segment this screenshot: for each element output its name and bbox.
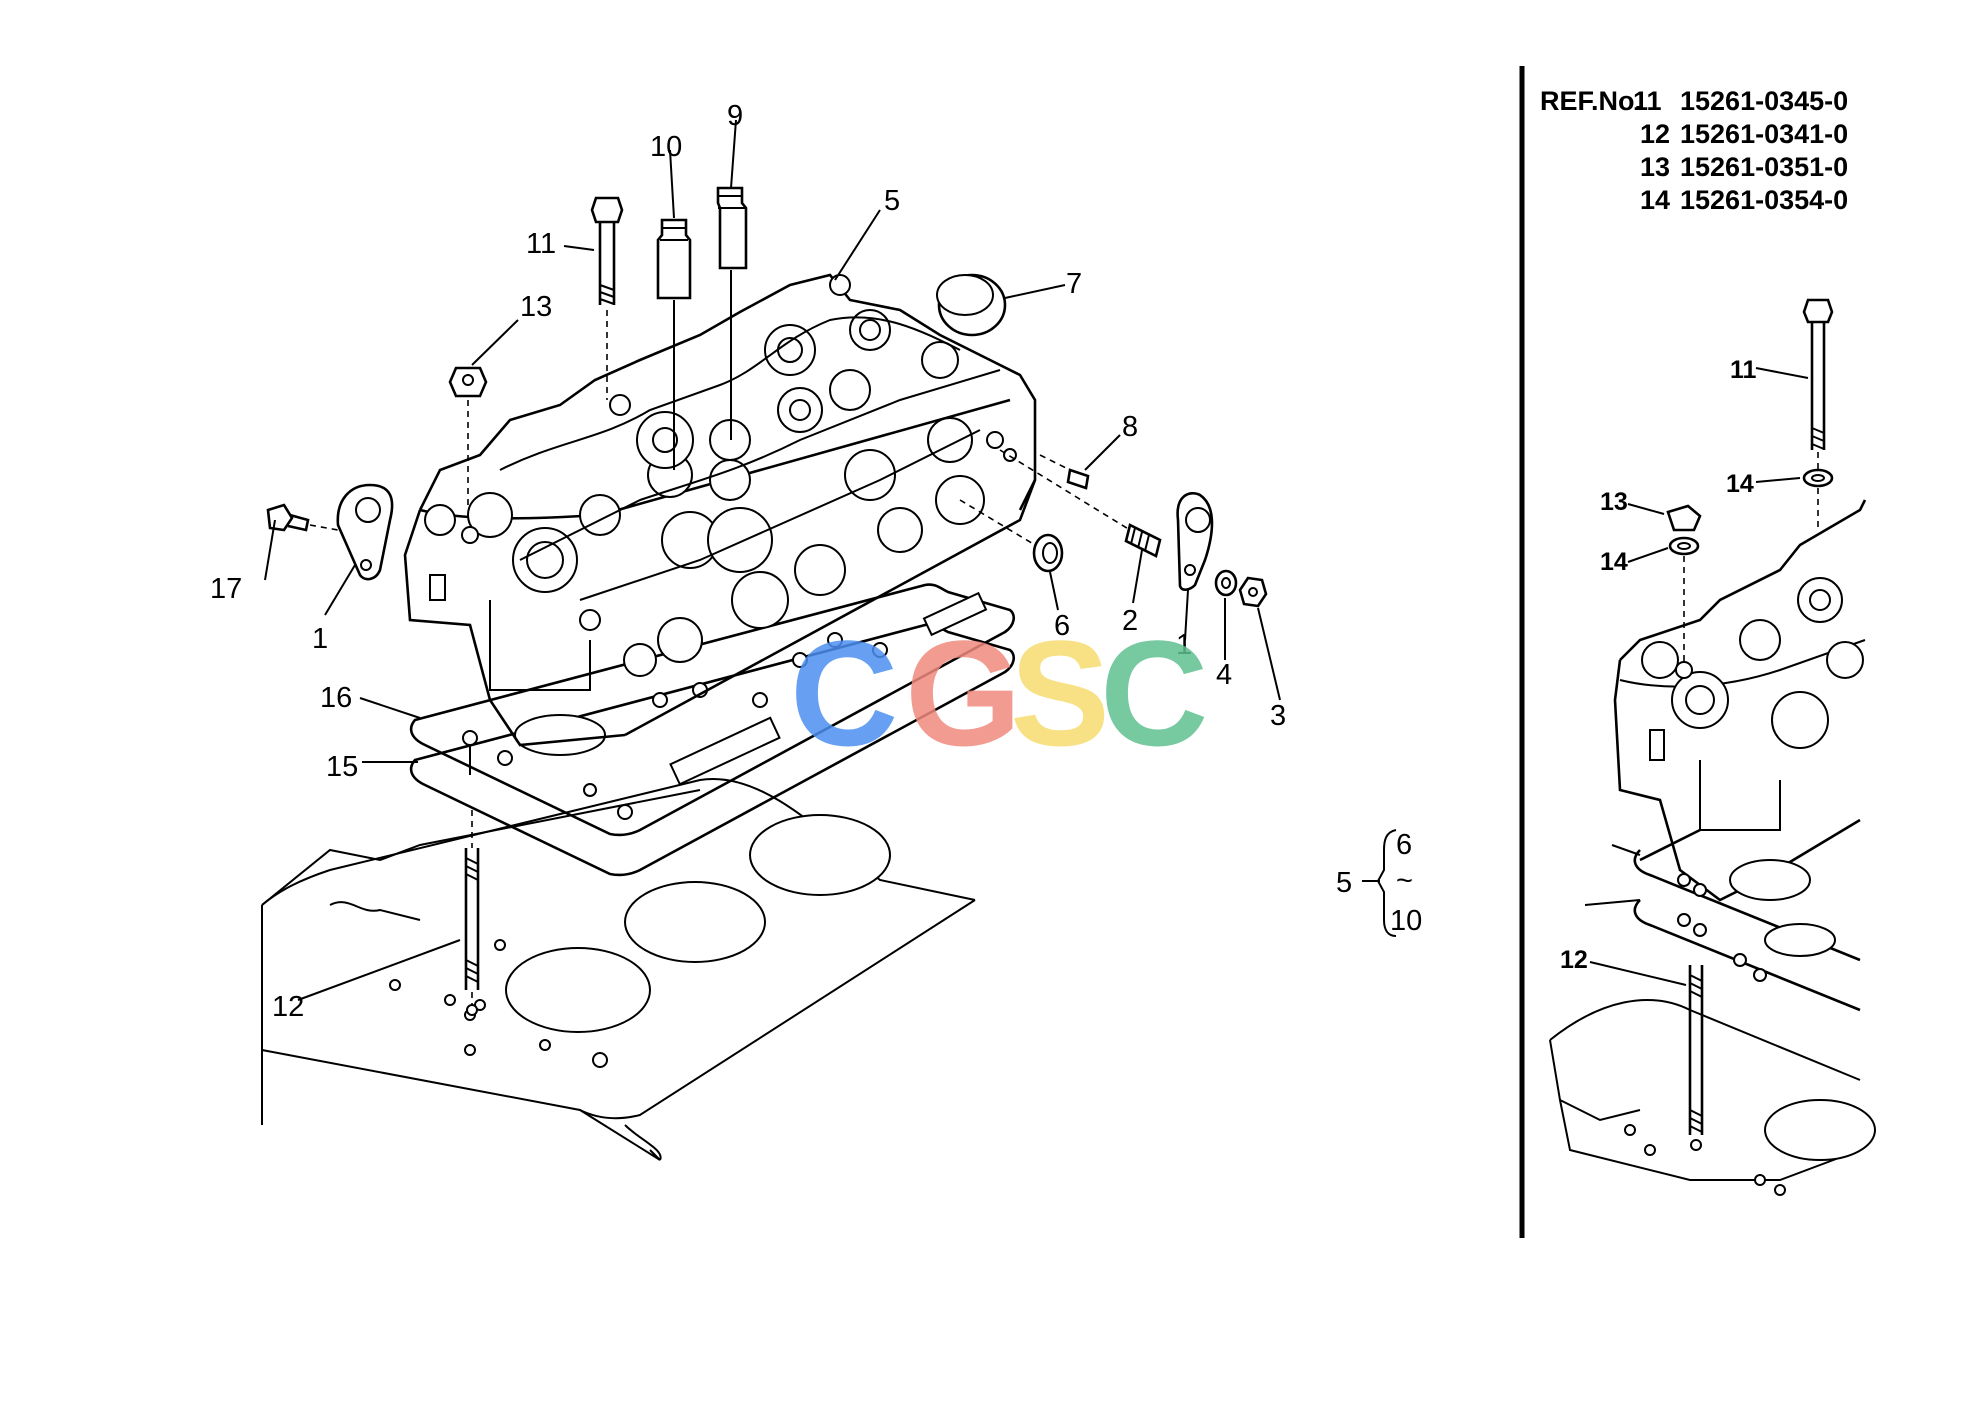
assembly-note: 5 6 ~ 10 xyxy=(1336,829,1422,937)
ref-row-part: 15261-0345-0 xyxy=(1680,86,1848,116)
ref-row-ref: 13 xyxy=(1640,152,1670,182)
head-gasket-16 xyxy=(409,583,1015,837)
plug-8 xyxy=(1039,454,1090,490)
watermark-letter-c1: C xyxy=(790,609,898,777)
callout-12: 12 xyxy=(272,991,304,1023)
bolt-17 xyxy=(266,503,339,532)
assembly-parent: 5 xyxy=(1336,867,1352,899)
cgsc-watermark: C G S C xyxy=(790,609,1208,777)
washer-4 xyxy=(1214,569,1238,597)
detail-callout-14-lower: 14 xyxy=(1600,548,1628,576)
plug-7 xyxy=(936,273,1007,337)
callout-17: 17 xyxy=(210,573,242,605)
hanger-1-left xyxy=(336,483,394,581)
callout-1-left: 1 xyxy=(312,623,328,655)
nut-3 xyxy=(1238,576,1268,608)
nut-13 xyxy=(448,366,488,510)
callout-9: 9 xyxy=(727,100,743,132)
watermark-letter-s: S xyxy=(1010,609,1110,777)
detail-callout-14-upper: 14 xyxy=(1726,470,1754,498)
hanger-1-right xyxy=(1176,491,1214,591)
ref-label: REF.No. xyxy=(1540,86,1642,116)
watermark-letter-g: G xyxy=(905,609,1022,777)
detail-callout-12: 12 xyxy=(1560,946,1588,974)
callout-7: 7 xyxy=(1066,268,1082,300)
stud-2 xyxy=(999,449,1162,558)
callout-15: 15 xyxy=(326,751,358,783)
seal-6 xyxy=(959,499,1064,573)
callout-10: 10 xyxy=(650,131,682,163)
bolt-11 xyxy=(590,196,624,400)
valve-guide-9 xyxy=(716,186,748,440)
callout-8: 8 xyxy=(1122,411,1138,443)
watermark-letter-c2: C xyxy=(1100,609,1208,777)
callout-2: 2 xyxy=(1122,605,1138,637)
callout-16: 16 xyxy=(320,682,352,714)
detail-view xyxy=(1549,298,1876,1196)
callout-4: 4 xyxy=(1216,659,1232,691)
assembly-to: 10 xyxy=(1390,905,1422,937)
assembly-range-symbol: ~ xyxy=(1396,865,1413,897)
ref-row-part: 15261-0341-0 xyxy=(1680,119,1848,149)
callout-3: 3 xyxy=(1270,700,1286,732)
ref-table: REF.No. 11 15261-0345-0 12 15261-0341-0 … xyxy=(1540,86,1848,215)
callout-13: 13 xyxy=(520,291,552,323)
callout-5: 5 xyxy=(884,185,900,217)
main-callouts: 9 10 5 11 13 7 8 17 1 6 2 1 4 3 16 15 12 xyxy=(210,100,1286,1023)
detail-callouts: 11 14 13 14 12 xyxy=(1560,356,1757,974)
ref-row-part: 15261-0354-0 xyxy=(1680,185,1848,215)
detail-callout-13: 13 xyxy=(1600,488,1628,516)
assembly-from: 6 xyxy=(1396,829,1412,861)
ref-row-ref: 12 xyxy=(1640,119,1670,149)
callout-6: 6 xyxy=(1054,610,1070,642)
detail-callout-11: 11 xyxy=(1730,356,1757,384)
callout-1-right: 1 xyxy=(1176,629,1192,661)
ref-row-ref: 11 xyxy=(1633,86,1662,116)
leader-lines xyxy=(264,119,1281,1001)
ref-row-ref: 14 xyxy=(1640,185,1670,215)
valve-guide-10 xyxy=(656,218,692,470)
callout-11: 11 xyxy=(526,228,556,260)
cylinder-head xyxy=(403,273,1037,747)
stud-12 xyxy=(464,810,480,1016)
ref-row-part: 15261-0351-0 xyxy=(1680,152,1848,182)
